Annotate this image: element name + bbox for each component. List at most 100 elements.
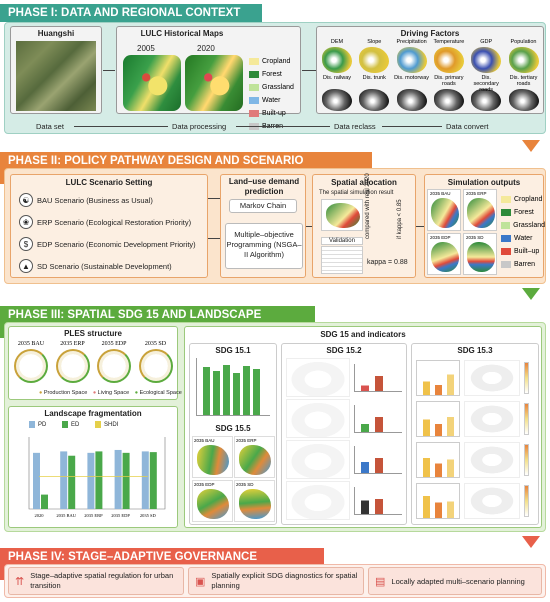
driver-factor: Dis. primary roads <box>431 75 467 113</box>
driver-map <box>359 47 390 73</box>
sdg155-map: 2035 SD <box>234 480 275 522</box>
output-thumbnail: 2035 EDP <box>427 233 461 275</box>
sdg153-chart <box>416 483 460 519</box>
sdg-box: SDG 15 and indicators SDG 15.1 SDG 15.5 … <box>184 326 542 528</box>
driver-factor: Population <box>506 39 542 75</box>
outputs-title: Simulation outputs <box>447 178 521 187</box>
frag-tick-label: 2035 ERP <box>84 513 103 518</box>
dollar-icon: $ <box>19 237 33 251</box>
arrow-2 <box>302 70 316 71</box>
year-2005: 2005 <box>137 44 155 53</box>
sdg155-map-image <box>239 445 271 475</box>
driver-map <box>433 89 464 111</box>
sdg155-title: SDG 15.5 <box>215 424 251 433</box>
leaf-icon: ❀ <box>19 215 33 229</box>
dataset-box: Huangshi <box>10 26 102 114</box>
governance-item-3: ▤Locally adapted multi–scenario planning <box>368 567 542 595</box>
driver-factor: Slope <box>356 39 392 75</box>
driver-label: Temperature <box>433 39 465 45</box>
sdg153-colorbar <box>524 403 529 435</box>
sdg152-chart <box>354 364 402 392</box>
frag-tick-label: 2035 BAU <box>56 513 76 518</box>
frag-bar <box>68 455 76 509</box>
legend-swatch <box>501 261 511 268</box>
driver-label: DEM <box>330 39 344 45</box>
legend-swatch <box>249 58 259 65</box>
scenario-box: LULC Scenario Setting ☯BAU Scenario (Bus… <box>10 174 208 278</box>
driver-label: Slope <box>367 39 382 45</box>
driver-map <box>508 47 539 73</box>
driver-map <box>508 89 539 111</box>
sdg153-map <box>464 401 520 437</box>
phase1-title: PHASE I: DATA AND REGIONAL CONTEXT <box>0 4 262 22</box>
driver-label: Precipitation <box>396 39 427 45</box>
legend-label: Barren <box>514 261 536 268</box>
thumbnail-label: 2035 BAU <box>430 191 451 196</box>
steps-line-3 <box>382 126 442 127</box>
sdg153-colorbar <box>524 362 529 394</box>
arrow-1 <box>103 70 115 71</box>
thumbnail-label: 2035 EDP <box>430 235 451 240</box>
driver-factor: GDP <box>468 39 504 75</box>
growth-icon: ▲ <box>19 259 33 273</box>
drivers-row-1: DEM Slope Precipitation Temperature GDP Popul… <box>319 39 543 75</box>
legend-swatch <box>501 209 511 216</box>
sdg153-map <box>464 442 520 478</box>
driver-label: GDP <box>480 39 493 45</box>
legend-label: Built–up <box>514 248 540 255</box>
frag-bar <box>33 452 40 509</box>
driver-map <box>396 89 427 111</box>
sdg155-map-image <box>197 489 229 519</box>
bau-icon: ☯ <box>19 193 33 207</box>
driver-factor: Dis. secondary roads <box>468 75 504 113</box>
sdg153-colorbar <box>524 444 529 476</box>
thumbnail-map <box>431 198 459 228</box>
driver-factor: Dis. trunk <box>356 75 392 113</box>
phase-arrow-3 <box>522 536 540 548</box>
sdg155-map: 2035 BAU <box>192 436 233 478</box>
markov-chain: Markov Chain <box>229 199 297 213</box>
arrow-scen-1 <box>208 198 222 199</box>
frag-tick-label: 2035 EDP <box>111 513 130 518</box>
frag-bar <box>41 494 48 509</box>
sdg152-map <box>286 358 350 397</box>
frag-bar <box>141 451 149 509</box>
validation-table <box>321 246 363 274</box>
validation-label: Validation <box>321 237 363 245</box>
scenario-erp: ❀ERP Scenario (Ecological Restoration Pr… <box>19 215 191 229</box>
scenario-bau: ☯BAU Scenario (Business as Usual) <box>19 193 153 207</box>
sdg155-map-label: 2035 SD <box>236 482 254 487</box>
thumbnail-label: 2035 ERP <box>466 191 487 196</box>
ples-label: 2035 BAU <box>17 341 45 347</box>
sdg152-chart <box>354 405 402 433</box>
legend-item: Built–up <box>501 245 545 258</box>
allocation-sub: The spatial simulation result <box>319 190 394 196</box>
driver-factor: Precipitation <box>394 39 430 75</box>
lulc-map-2020 <box>185 55 243 111</box>
ples-legend: ● Production Space ● Living Space ● Ecol… <box>39 390 182 396</box>
sdg151-title: SDG 15.1 <box>215 346 251 355</box>
sdg152-title: SDG 15.2 <box>326 346 362 355</box>
sdg152-charts <box>284 358 406 524</box>
sdg153-map <box>464 483 520 519</box>
legend-item: Forest <box>249 68 301 81</box>
sdg155-map-image <box>239 489 271 519</box>
driver-factor: Temperature <box>431 39 467 75</box>
sdg153-chart <box>416 442 460 478</box>
scenario-edp: $EDP Scenario (Economic Development Prio… <box>19 237 196 251</box>
demand-box: Land–use demand prediction Markov Chain … <box>220 174 306 278</box>
driver-factor: Dis. railway <box>319 75 355 113</box>
sdg153-charts <box>414 358 538 524</box>
allocation-title: Spatial allocation <box>331 178 397 187</box>
legend-item: Built-up <box>249 107 301 120</box>
legend-swatch <box>501 235 511 242</box>
output-thumbnail: 2035 BAU <box>427 189 461 231</box>
driver-map <box>322 47 352 73</box>
